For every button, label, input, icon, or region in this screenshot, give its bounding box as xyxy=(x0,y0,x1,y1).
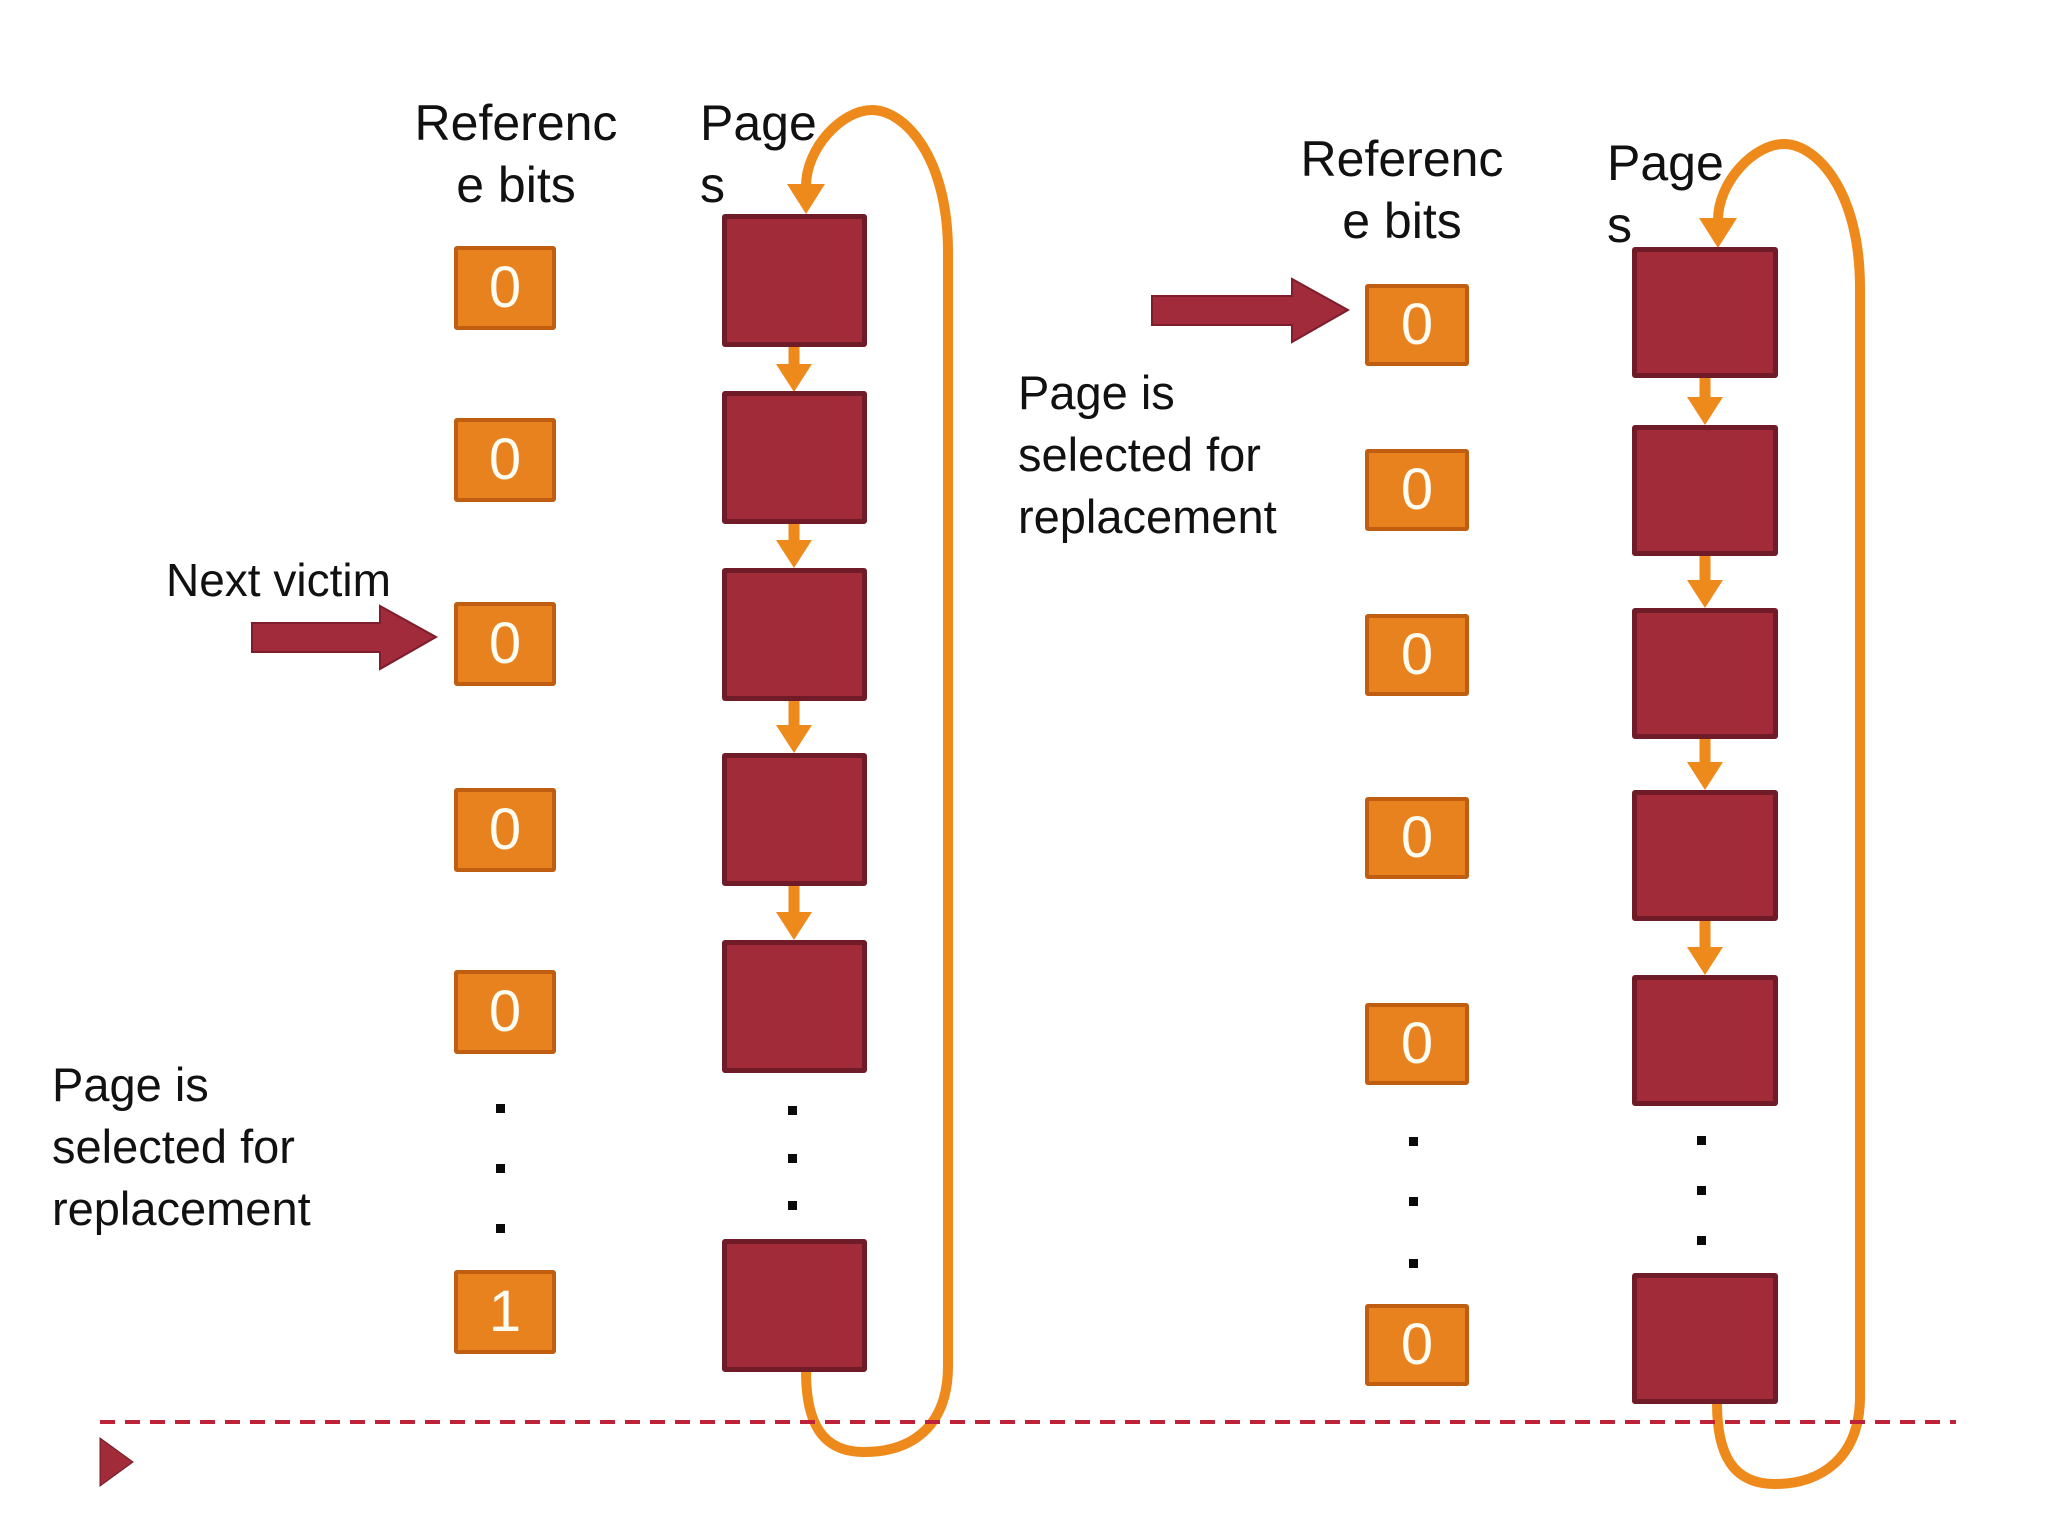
reference-bit-box: 0 xyxy=(1365,284,1469,366)
next-victim-label: Next victim xyxy=(166,554,391,606)
caption-line: Page is xyxy=(1018,366,1175,419)
reference-bit-value: 1 xyxy=(488,1279,522,1344)
next-page-arrowhead xyxy=(776,364,812,392)
next-page-arrowhead xyxy=(1687,397,1723,425)
reference-bit-box: 0 xyxy=(1365,614,1469,696)
ellipsis-dot xyxy=(496,1104,505,1113)
reference-bit-box: 0 xyxy=(454,602,556,686)
ellipsis-dot xyxy=(788,1106,797,1115)
header-line: e bits xyxy=(456,157,576,213)
reference-bit-value: 0 xyxy=(1400,622,1434,687)
slide-bullet-triangle-icon xyxy=(99,1437,134,1487)
next-page-arrowhead xyxy=(1687,580,1723,608)
reference-bit-value: 0 xyxy=(488,611,522,676)
next-page-arrowhead xyxy=(776,912,812,940)
page-frame-box xyxy=(722,391,867,524)
reference-bit-box: 1 xyxy=(454,1270,556,1354)
page-frame-box xyxy=(1632,975,1778,1106)
reference-bit-box: 0 xyxy=(454,418,556,502)
caption-line: Page is xyxy=(52,1058,209,1111)
pages-header-left: Page s xyxy=(700,92,817,216)
next-page-arrowhead xyxy=(776,725,812,753)
page-frame-box xyxy=(722,753,867,886)
reference-bit-box: 0 xyxy=(1365,449,1469,531)
reference-bit-box: 0 xyxy=(454,788,556,872)
ellipsis-dot xyxy=(1697,1236,1706,1245)
reference-bit-value: 0 xyxy=(1400,1011,1434,1076)
reference-bit-value: 0 xyxy=(1400,457,1434,522)
reference-bit-value: 0 xyxy=(1400,292,1434,357)
reference-bit-value: 0 xyxy=(488,979,522,1044)
pages-header-right: Page s xyxy=(1607,132,1724,256)
ellipsis-dot xyxy=(496,1164,505,1173)
header-line: s xyxy=(700,157,725,213)
page-frame-box xyxy=(1632,247,1778,378)
ellipsis-dot xyxy=(1409,1197,1418,1206)
reference-bits-header-left: Referenc e bits xyxy=(386,92,646,216)
page-frame-box xyxy=(1632,608,1778,739)
header-line: e bits xyxy=(1342,193,1462,249)
header-line: Referenc xyxy=(1300,131,1504,187)
ellipsis-dot xyxy=(1409,1259,1418,1268)
reference-bit-value: 0 xyxy=(488,797,522,862)
header-line: Referenc xyxy=(414,95,618,151)
caption-line: replacement xyxy=(52,1182,311,1235)
header-line: Page xyxy=(1607,135,1724,191)
replacement-pointer-arrow-icon xyxy=(1151,277,1351,344)
reference-bit-value: 0 xyxy=(488,255,522,320)
page-frame-box xyxy=(1632,425,1778,556)
page-frame-box xyxy=(1632,790,1778,921)
next-victim-arrow-icon xyxy=(251,604,439,671)
reference-bit-box: 0 xyxy=(1365,1304,1469,1386)
next-page-arrowhead xyxy=(1687,762,1723,790)
page-frame-box xyxy=(1632,1273,1778,1404)
caption-line: selected for xyxy=(1018,428,1261,481)
ellipsis-dot xyxy=(788,1154,797,1163)
reference-bit-box: 0 xyxy=(454,246,556,330)
header-line: Page xyxy=(700,95,817,151)
ellipsis-dot xyxy=(1697,1186,1706,1195)
reference-bit-box: 0 xyxy=(1365,1003,1469,1085)
header-line: s xyxy=(1607,197,1632,253)
caption-line: replacement xyxy=(1018,490,1277,543)
next-page-arrowhead xyxy=(776,540,812,568)
ellipsis-dot xyxy=(1409,1137,1418,1146)
page-frame-box xyxy=(722,940,867,1073)
reference-bit-value: 0 xyxy=(1400,805,1434,870)
next-page-arrowhead xyxy=(1687,947,1723,975)
reference-bit-value: 0 xyxy=(488,427,522,492)
page-frame-box xyxy=(722,568,867,701)
replacement-caption-left: Page is selected for replacement xyxy=(52,1054,311,1240)
page-frame-box xyxy=(722,214,867,347)
ellipsis-dot xyxy=(496,1224,505,1233)
reference-bit-box: 0 xyxy=(454,970,556,1054)
caption-line: selected for xyxy=(52,1120,295,1173)
reference-bit-box: 0 xyxy=(1365,797,1469,879)
reference-bit-value: 0 xyxy=(1400,1312,1434,1377)
page-frame-box xyxy=(722,1239,867,1372)
reference-bits-header-right: Referenc e bits xyxy=(1272,128,1532,252)
replacement-caption-right: Page is selected for replacement xyxy=(1018,362,1277,548)
ellipsis-dot xyxy=(1697,1136,1706,1145)
ellipsis-dot xyxy=(788,1201,797,1210)
